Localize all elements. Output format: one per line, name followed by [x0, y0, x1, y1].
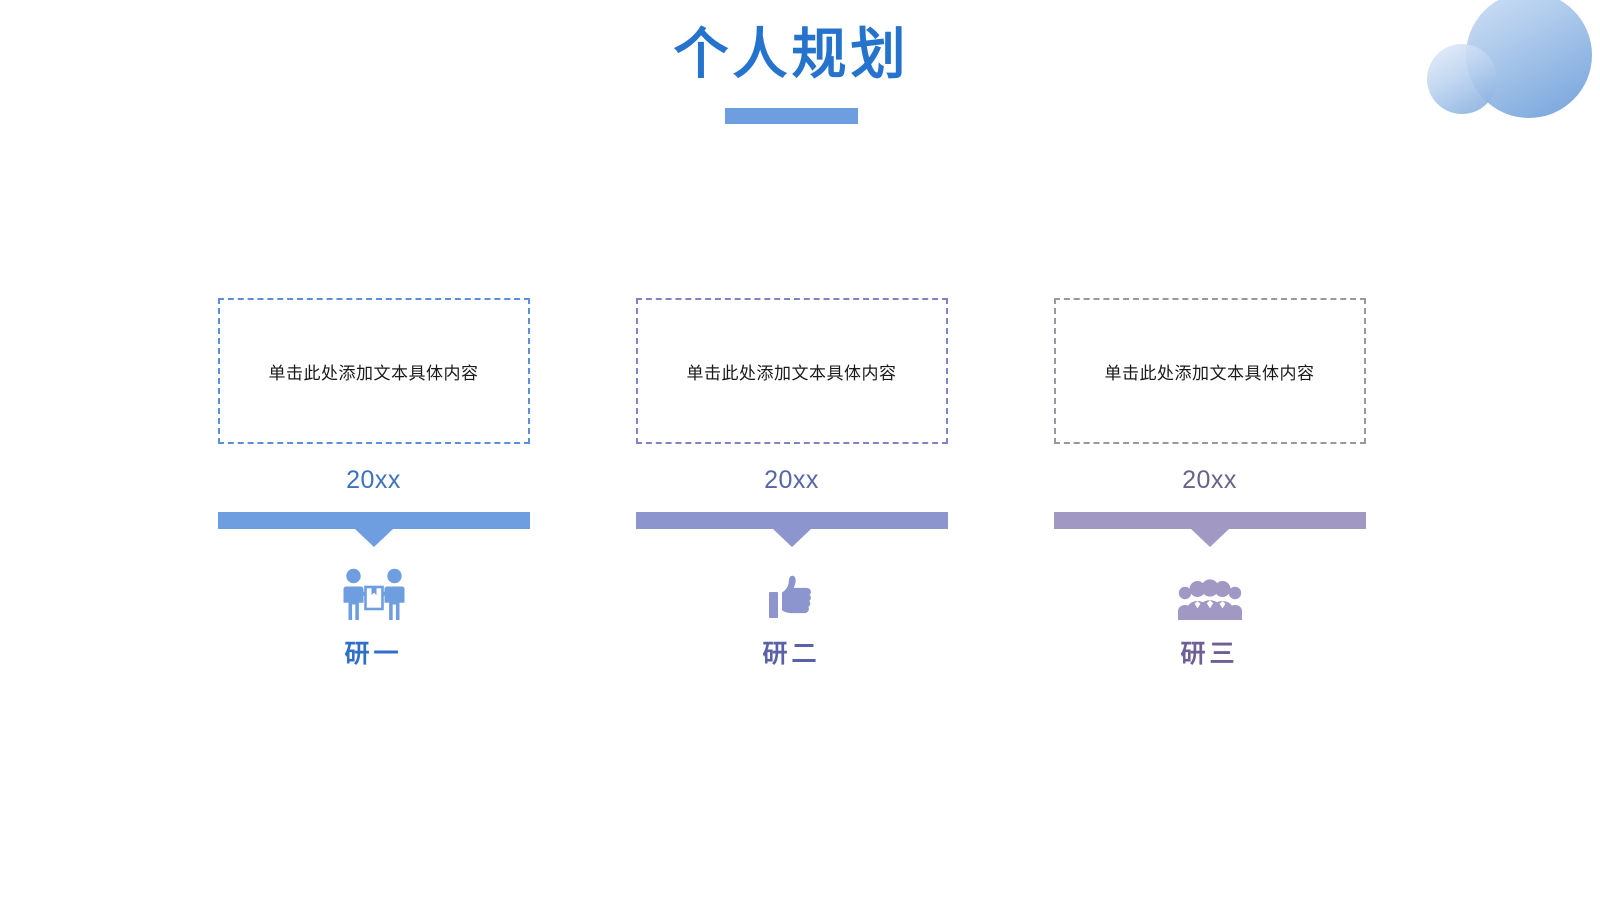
note-box-1[interactable]: 单击此处添加文本具体内容 [217, 298, 530, 444]
timeline-column-1: 单击此处添加文本具体内容 20xx 研一 [217, 298, 530, 668]
arrow-bar-3 [1053, 512, 1366, 548]
arrow-bar-body-2 [635, 512, 948, 529]
year-label-3: 20xx [1182, 466, 1237, 494]
timeline-column-3: 单击此处添加文本具体内容 20xx [1053, 298, 1366, 668]
page-title: 个人规划 [673, 23, 910, 85]
note-box-2[interactable]: 单击此处添加文本具体内容 [635, 298, 948, 444]
arrow-bar-tip-2 [772, 529, 811, 547]
timeline-column-2: 单击此处添加文本具体内容 20xx 研二 [635, 298, 948, 668]
year-label-2: 20xx [764, 466, 819, 494]
arrow-bar-body-3 [1053, 512, 1366, 529]
stage-label-2: 研二 [762, 640, 821, 668]
arrow-bar-tip-3 [1190, 529, 1229, 547]
note-text-2: 单击此处添加文本具体内容 [686, 363, 897, 383]
arrow-bar-body-1 [217, 512, 530, 529]
arrow-bar-2 [635, 512, 948, 548]
thumbs-up-icon [767, 566, 817, 620]
title-underline-bar [725, 107, 858, 124]
note-text-1: 单击此处添加文本具体内容 [268, 363, 479, 383]
arrow-bar-tip-1 [354, 529, 393, 547]
title-block: 个人规划 [0, 23, 1583, 124]
year-label-1: 20xx [346, 466, 401, 494]
arrow-bar-1 [217, 512, 530, 548]
group-of-people-icon [1177, 566, 1242, 620]
note-box-3[interactable]: 单击此处添加文本具体内容 [1053, 298, 1366, 444]
note-text-3: 单击此处添加文本具体内容 [1104, 363, 1315, 383]
two-people-carrying-box-icon [340, 566, 408, 620]
stage-label-3: 研三 [1180, 640, 1239, 668]
stage-label-1: 研一 [344, 640, 403, 668]
timeline-columns: 单击此处添加文本具体内容 20xx 研一 [0, 298, 1583, 667]
